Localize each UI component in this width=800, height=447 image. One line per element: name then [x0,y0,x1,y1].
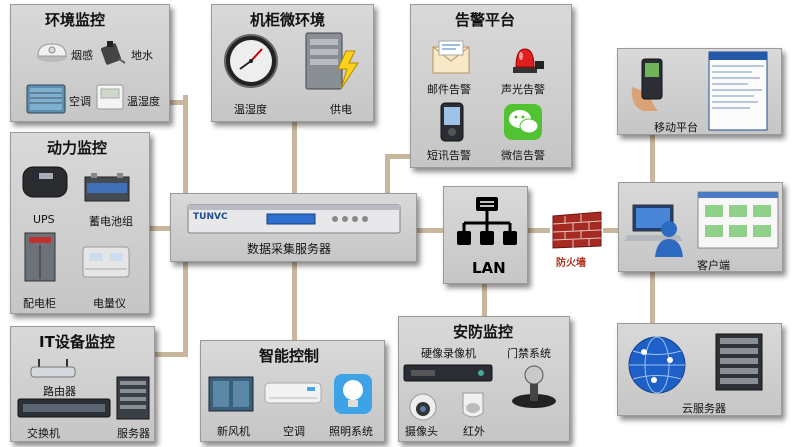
email-alarm-label: 邮件告警 [427,83,471,96]
sms-alarm-label: 短讯告警 [427,149,471,162]
client-label: 客户端 [697,259,730,272]
panel-title: 安防监控 [453,323,514,341]
power-meter-icon [82,246,130,278]
fresh-air-label: 新风机 [217,425,250,438]
connector-env [170,100,188,105]
network-switch-icon [17,398,111,418]
panel-title: 智能控制 [259,347,320,365]
power-supply-label: 供电 [330,103,352,116]
distribution-cabinet-label: 配电柜 [23,297,56,310]
ac-label: 空调 [69,95,91,108]
panel-title: 告警平台 [455,11,516,29]
router-label: 路由器 [43,385,76,398]
email-icon [432,40,470,74]
panel-cloud-server: 云服务器 [617,323,782,416]
wechat-icon [504,104,542,140]
sound-light-alarm-label: 声光告警 [501,83,545,96]
panel-alarm-platform: 告警平台 邮件告警 声光告警 短讯告警 微信告警 [410,4,572,168]
video-recorder-icon [403,364,493,382]
temp-humidity-label: 温湿度 [127,95,160,108]
laptop-user-icon [625,204,683,257]
mobile-phone-icon [440,102,464,142]
air-conditioner-icon [26,84,66,114]
distribution-cabinet-icon [24,232,56,282]
connector-server-lan [417,228,443,233]
panel-title: IT设备监控 [39,333,115,351]
connector-cabinet [292,122,297,194]
connector-firewall-client [603,228,620,233]
server-rack-icon [116,376,150,420]
lighting-label: 照明系统 [329,425,373,438]
switch-label: 交换机 [27,427,60,440]
cabinet-temp-humidity-label: 温湿度 [234,103,267,116]
router-icon [30,359,76,378]
access-control-label: 门禁系统 [507,347,551,360]
camera-label: 摄像头 [405,425,438,438]
panel-client: 客户端 [618,182,783,272]
panel-security-monitoring: 安防监控 硬像录像机 门禁系统 摄像头 红外 [398,316,570,442]
wall-ac-icon [264,382,322,404]
smart-ac-label: 空调 [283,425,305,438]
panel-title: 动力监控 [47,139,108,157]
wechat-alarm-label: 微信告警 [501,149,545,162]
connector-alarm-v [385,154,390,194]
water-leak-sensor-icon [100,41,126,65]
lan-topology-icon [457,197,517,245]
server-label: 数据采集服务器 [247,242,332,256]
panel-mobile-platform: 移动平台 [617,48,782,135]
power-supply-server-icon [305,32,359,90]
ups-icon [22,166,68,198]
lan-label: LAN [472,259,506,277]
power-meter-label: 电量仪 [93,297,126,310]
connector-power [150,226,188,231]
connector-it [155,352,188,357]
infrared-label: 红外 [463,425,485,438]
nvr-label: 硬像录像机 [421,347,476,360]
infrared-sensor-icon [462,392,484,418]
thermo-hygrometer-icon [96,84,124,110]
cloud-server-rack-icon [715,333,763,391]
water-label: 地水 [131,49,153,62]
panel-data-collection-server: TUNVC 数据采集服务器 [170,193,417,262]
globe-network-icon [628,336,686,394]
firewall-icon [552,211,602,249]
panel-it-equipment-monitoring: IT设备监控 路由器 交换机 服务器 [10,326,155,442]
panel-lan: LAN [443,186,528,284]
battery-bank-icon [84,173,130,202]
siren-light-icon [513,48,544,73]
panel-cabinet-environment: 机柜微环境 温湿度 供电 [211,4,374,122]
battery-bank-label: 蓄电池组 [89,215,133,228]
smoke-label: 烟感 [71,49,93,62]
connector-smart [292,262,297,340]
light-bulb-icon [334,374,372,414]
connector-lan-firewall [528,228,550,233]
firewall-label: 防火墙 [556,258,586,269]
client-software-screen-icon [697,191,779,249]
server-item-label: 服务器 [117,427,150,440]
panel-smart-control: 智能控制 新风机 空调 照明系统 [200,340,385,442]
rack-server-icon [187,204,401,234]
security-camera-icon [409,393,437,421]
smoke-detector-icon [37,43,67,62]
panel-env-monitoring: 环境监控 烟感 地水 空调 温湿度 [10,4,170,122]
cloud-server-label: 云服务器 [682,402,726,415]
panel-title: 机柜微环境 [250,11,326,29]
panel-title: 环境监控 [45,11,106,29]
fresh-air-unit-icon [208,376,254,412]
ups-label: UPS [33,213,55,226]
access-control-joystick-icon [512,365,556,408]
mobile-platform-label: 移动平台 [654,121,698,134]
hygrometer-gauge-icon [224,34,278,88]
handheld-device-icon [631,58,663,111]
connector-lan-security [482,284,487,316]
device-brand-text: TUNVC [193,212,228,222]
mobile-app-screenshot-icon [708,51,768,131]
connector-alarm-h [385,154,413,159]
panel-power-monitoring: 动力监控 UPS 蓄电池组 配电柜 电量仪 [10,132,150,314]
